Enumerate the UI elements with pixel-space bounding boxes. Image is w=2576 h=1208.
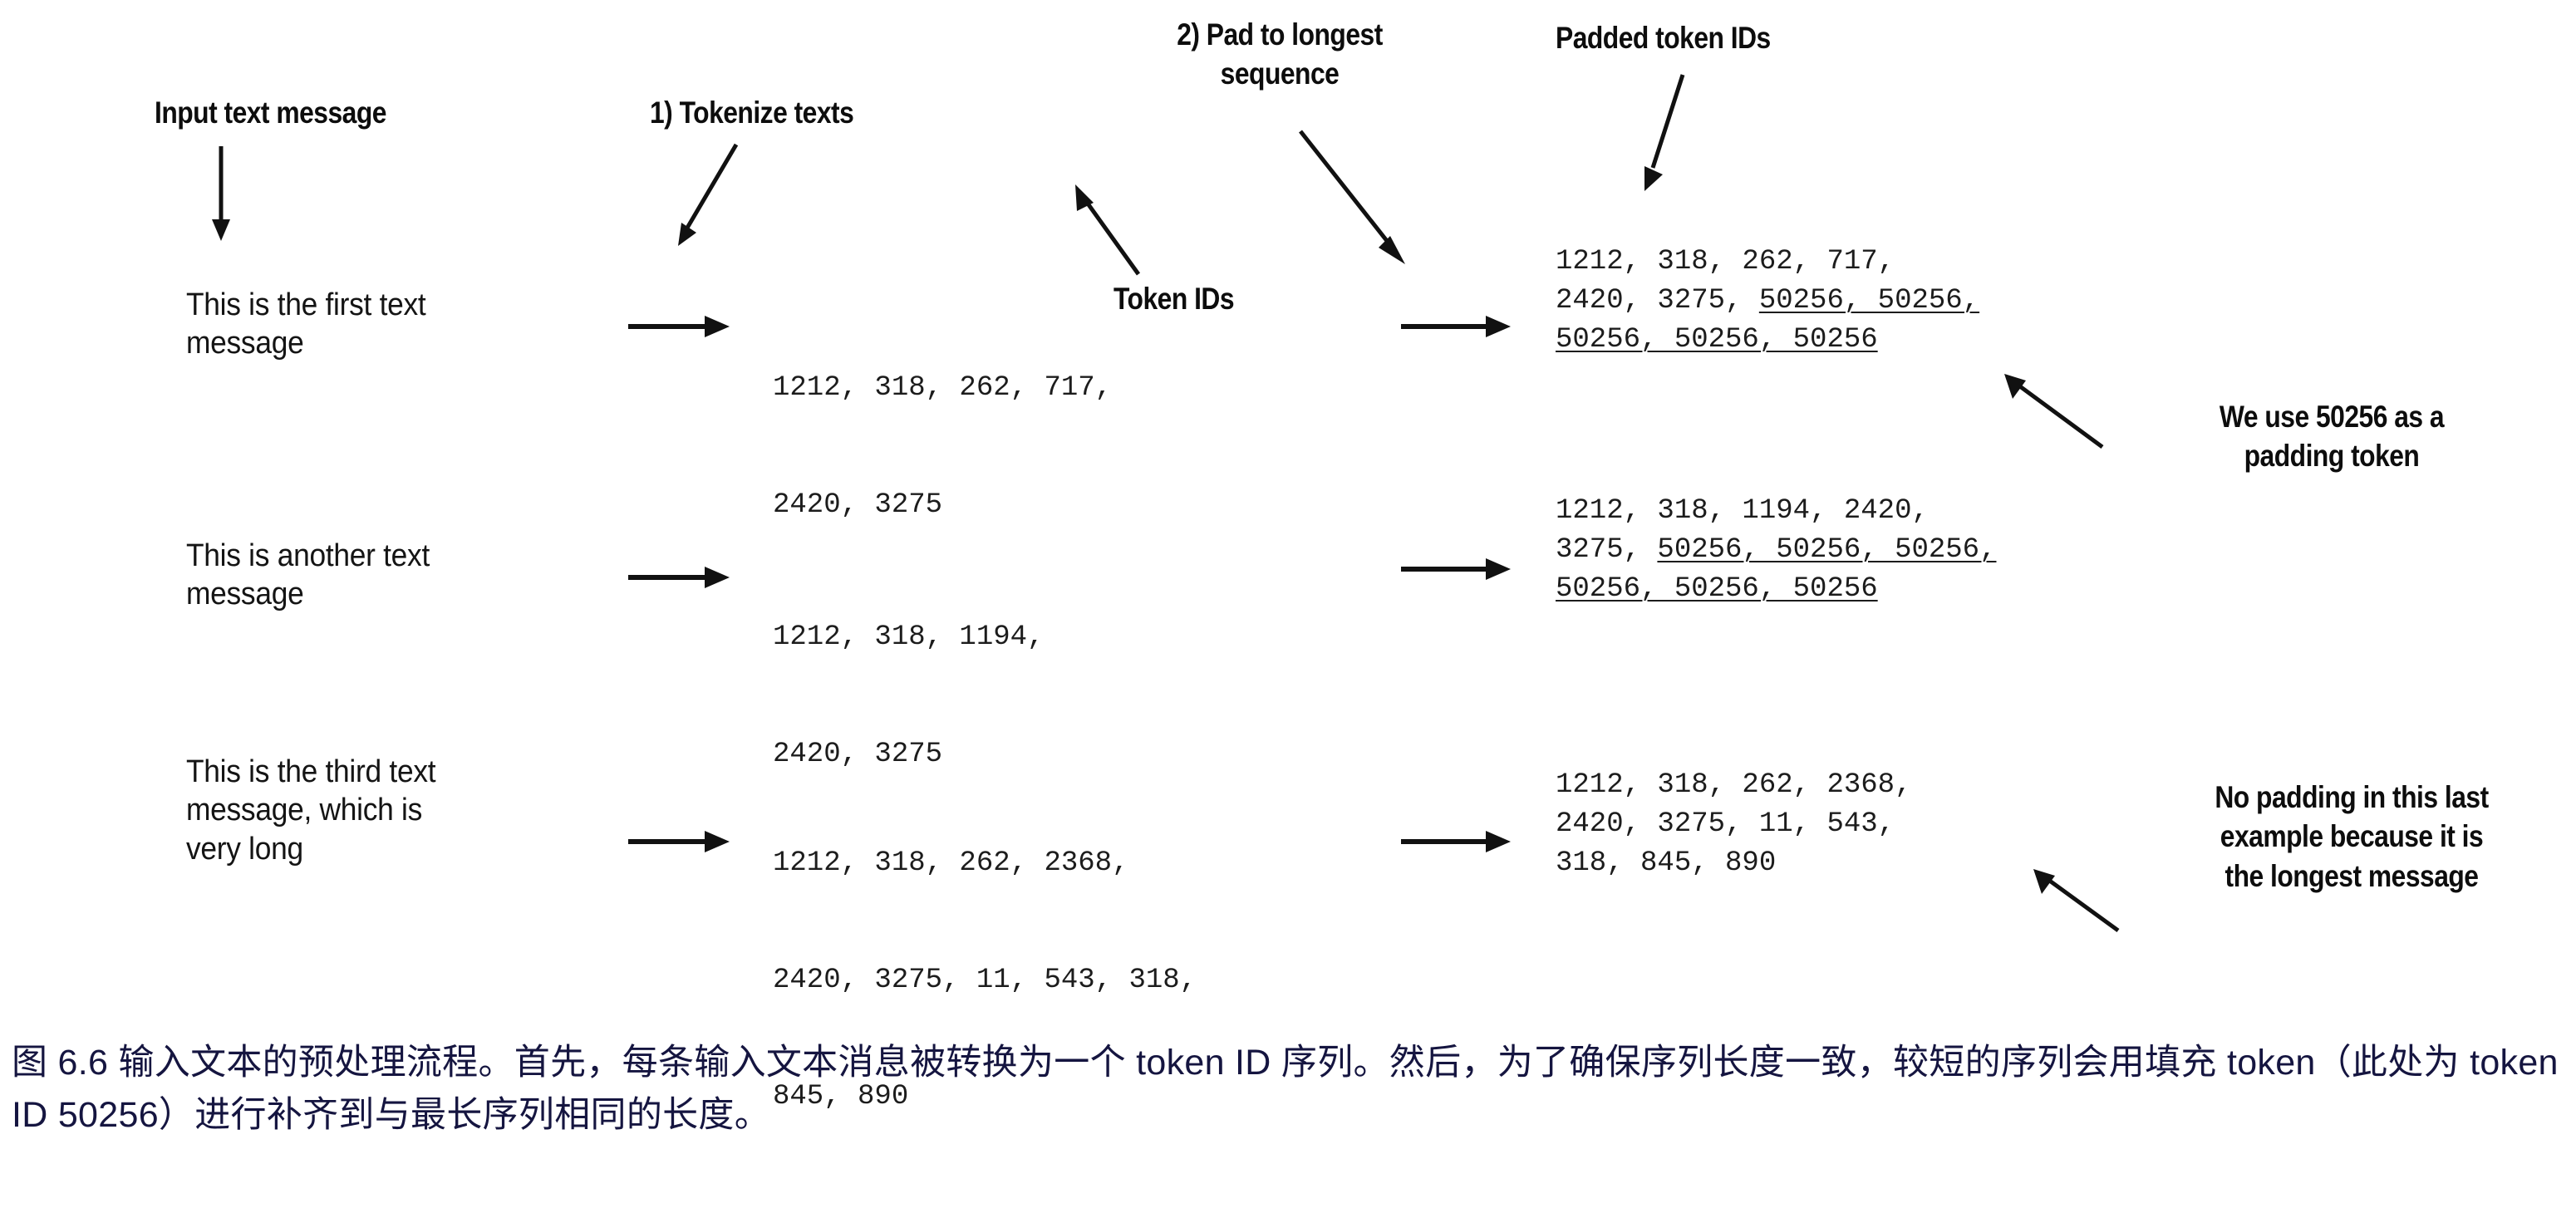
token-ids-row-1-line-2: 2420, 3275 <box>773 489 943 521</box>
message-row-3-line-3: very long <box>186 831 303 867</box>
arrow-row-3-pad <box>1398 823 1514 861</box>
message-row-1-line-1: This is the first text <box>186 287 426 322</box>
token-id-span: 1212, 318, 1194, 2420, <box>1556 495 1929 527</box>
token-ids-row-2-line-1: 1212, 318, 1194, <box>773 621 1045 653</box>
padded-token-ids-row-3-line-3: 318, 845, 890 <box>1556 844 1911 883</box>
annotation-padding-line-1: We use 50256 as a <box>2219 400 2445 434</box>
arrow-row-3-tokenize <box>625 823 733 861</box>
message-row-2-line-2: message <box>186 577 304 612</box>
arrow-padded-ids-down <box>1625 70 1708 194</box>
padded-token-ids-row-3-line-1: 1212, 318, 262, 2368, <box>1556 766 1911 805</box>
annotation-no-padding-line-2: example because it is <box>2220 819 2484 854</box>
padded-token-ids-row-2-line-3: 50256, 50256, 50256 <box>1556 570 1997 609</box>
token-ids-row-1: 1212, 318, 262, 717, 2420, 3275 <box>773 291 1112 563</box>
figure-caption: 图 6.6 输入文本的预处理流程。首先，每条输入文本消息被转换为一个 token… <box>12 1043 2559 1135</box>
token-ids-row-3: 1212, 318, 262, 2368, 2420, 3275, 11, 54… <box>773 766 1197 1156</box>
token-ids-row-3-line-2: 2420, 3275, 11, 543, 318, <box>773 964 1197 996</box>
message-row-3-line-1: This is the third text <box>186 754 436 789</box>
message-row-2-line-1: This is another text <box>186 538 430 573</box>
arrow-token-ids-up <box>1055 181 1163 281</box>
token-id-span: 318, 845, 890 <box>1556 847 1777 879</box>
token-ids-row-2: 1212, 318, 1194, 2420, 3275 <box>773 540 1044 813</box>
padded-token-ids-row-1-line-2: 2420, 3275, 50256, 50256, <box>1556 282 1979 321</box>
arrow-padding-note <box>1986 367 2119 459</box>
message-row-1: This is the first text message <box>186 286 426 363</box>
annotation-padding-line-2: padding token <box>2244 439 2420 474</box>
annotation-padding-token: We use 50256 as a padding token <box>2116 397 2548 476</box>
annotation-no-padding: No padding in this last example because … <box>2127 778 2576 896</box>
message-row-3-line-2: message, which is <box>186 793 422 828</box>
padding-token-span: 50256, 50256, 50256, <box>1657 533 1997 566</box>
annotation-no-padding-line-1: No padding in this last <box>2215 780 2489 814</box>
arrow-row-2-tokenize <box>625 558 733 597</box>
padded-token-ids-row-1-line-3: 50256, 50256, 50256 <box>1556 321 1979 360</box>
arrow-tokenize-down <box>661 140 753 248</box>
message-row-1-line-2: message <box>186 326 304 361</box>
token-id-span: 1212, 318, 262, 2368, <box>1556 769 1912 801</box>
padded-token-ids-row-3: 1212, 318, 262, 2368, 2420, 3275, 11, 543… <box>1556 766 1911 883</box>
padding-token-span: 50256, 50256, 50256 <box>1556 572 1878 605</box>
token-ids-row-3-line-3: 845, 890 <box>773 1081 909 1113</box>
padding-token-span: 50256, 50256, <box>1758 284 1980 317</box>
annotation-no-padding-line-3: the longest message <box>2225 858 2479 893</box>
padded-token-ids-row-2-line-1: 1212, 318, 1194, 2420, <box>1556 492 1997 531</box>
heading-padded-token-ids: Padded token IDs <box>1556 21 1771 55</box>
arrow-pad-down-right <box>1292 125 1425 282</box>
heading-pad-line-2: sequence <box>1220 56 1340 91</box>
arrow-row-1-tokenize <box>625 307 733 346</box>
arrow-input-text-down <box>196 143 246 243</box>
padding-token-span: 50256, 50256, 50256 <box>1556 323 1878 356</box>
arrow-no-padding-note <box>2015 859 2131 942</box>
message-row-2: This is another text message <box>186 537 430 614</box>
token-ids-row-3-line-1: 1212, 318, 262, 2368, <box>773 847 1129 879</box>
padded-token-ids-row-1-line-1: 1212, 318, 262, 717, <box>1556 243 1979 282</box>
padded-token-ids-row-3-line-2: 2420, 3275, 11, 543, <box>1556 805 1911 844</box>
heading-tokenize-texts: 1) Tokenize texts <box>650 96 854 130</box>
token-id-span: 2420, 3275, 11, 543, <box>1556 808 1895 840</box>
arrow-row-1-pad <box>1398 307 1514 346</box>
arrow-row-2-pad <box>1398 550 1514 588</box>
padded-token-ids-row-2: 1212, 318, 1194, 2420, 3275, 50256, 50256… <box>1556 492 1997 609</box>
message-row-3: This is the third text message, which is… <box>186 753 436 868</box>
token-id-span: 2420, 3275, <box>1556 284 1759 317</box>
token-ids-row-2-line-2: 2420, 3275 <box>773 738 943 770</box>
heading-pad-to-longest-sequence: 2) Pad to longest sequence <box>1105 15 1454 94</box>
heading-pad-line-1: 2) Pad to longest <box>1177 17 1383 52</box>
token-id-span: 3275, <box>1556 533 1658 566</box>
heading-token-ids: Token IDs <box>1113 282 1235 316</box>
heading-input-text-message: Input text message <box>155 96 386 130</box>
token-id-span: 1212, 318, 262, 717, <box>1556 246 1895 277</box>
padded-token-ids-row-2-line-2: 3275, 50256, 50256, 50256, <box>1556 531 1997 570</box>
padded-token-ids-row-1: 1212, 318, 262, 717, 2420, 3275, 50256, 5… <box>1556 243 1979 360</box>
token-ids-row-1-line-1: 1212, 318, 262, 717, <box>773 371 1113 404</box>
